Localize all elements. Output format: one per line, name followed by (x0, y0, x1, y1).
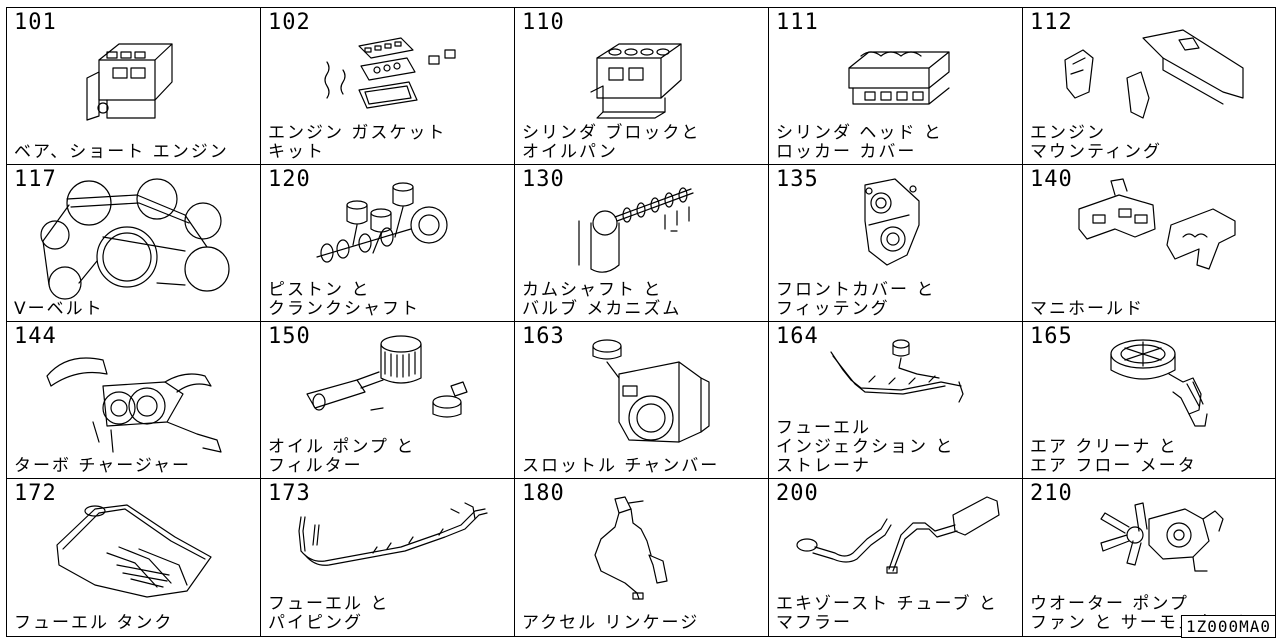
section-label: オイル ポンプ とフィルター (268, 436, 511, 476)
section-label-line: ピストン と (268, 279, 371, 300)
section-label: シリンダ ヘッド とロッカー カバー (776, 122, 1019, 162)
section-label-line: ベア、ショート エンジン (14, 141, 229, 162)
section-code: 112 (1030, 10, 1073, 35)
section-163[interactable]: 163 スロットル チャンバー (514, 321, 770, 480)
section-label: Vーベルト (14, 298, 257, 319)
section-140[interactable]: 140 マニホールド (1022, 164, 1276, 323)
section-label-line: Vーベルト (14, 298, 104, 319)
section-label-line: フューエル タンク (14, 612, 174, 633)
section-label: ピストン とクランクシャフト (268, 279, 511, 319)
section-code: 173 (268, 481, 311, 506)
section-label-line: オイルパン (522, 141, 618, 162)
section-label: エキゾースト チューブ とマフラー (776, 593, 1019, 633)
section-label: シリンダ ブロックとオイルパン (522, 122, 765, 162)
section-label-line: パイピング (268, 612, 363, 633)
section-label-line: フューエル (776, 417, 871, 438)
section-label-line: エア クリーナ と (1030, 436, 1178, 457)
section-label-line: フィッテング (776, 298, 890, 319)
section-label-line: インジェクション と (776, 436, 955, 457)
section-code: 210 (1030, 481, 1073, 506)
section-label: エンジンマウンティング (1030, 122, 1271, 162)
section-label-line: アクセル リンケージ (522, 612, 700, 633)
section-code: 164 (776, 324, 819, 349)
section-code: 111 (776, 10, 819, 35)
section-label: カムシャフト とバルブ メカニズム (522, 279, 765, 319)
section-label-line: クランクシャフト (268, 298, 420, 319)
section-label-line: ウオーター ポンプ (1030, 593, 1189, 614)
section-code: 130 (522, 167, 565, 192)
section-label-line: マフラー (776, 612, 852, 633)
section-label: エア クリーナ とエア フロー メータ (1030, 436, 1271, 476)
section-101[interactable]: 101 ベア、ショート エンジン (6, 7, 262, 166)
section-label-line: マニホールド (1030, 298, 1144, 319)
section-135[interactable]: 135 フロントカバー とフィッテング (768, 164, 1024, 323)
section-label-line: エア フロー メータ (1030, 455, 1197, 476)
section-label-line: ターボ チャージャー (14, 455, 192, 476)
section-label: エンジン ガスケットキット (268, 122, 511, 162)
section-label: スロットル チャンバー (522, 455, 765, 476)
section-label: フューエル タンク (14, 612, 257, 633)
section-180[interactable]: 180 アクセル リンケージ (514, 478, 770, 637)
parts-catalog-grid: 101 ベア、ショート エンジン 102 エンジン ガスケットキット 110 シリンダ ブ… (6, 7, 1276, 637)
section-150[interactable]: 150 オイル ポンプ とフィルター (260, 321, 516, 480)
section-label: ターボ チャージャー (14, 455, 257, 476)
section-label-line: ロッカー カバー (776, 141, 917, 162)
section-code: 163 (522, 324, 565, 349)
section-code: 120 (268, 167, 311, 192)
section-label-line: キット (268, 141, 325, 162)
section-label-line: シリンダ ブロックと (522, 122, 701, 143)
section-label: フューエル とパイピング (268, 593, 511, 633)
section-165[interactable]: 165 エア クリーナ とエア フロー メータ (1022, 321, 1276, 480)
section-label-line: カムシャフト と (522, 279, 663, 300)
section-112[interactable]: 112 エンジンマウンティング (1022, 7, 1276, 166)
section-label: フロントカバー とフィッテング (776, 279, 1019, 319)
section-label-line: エキゾースト チューブ と (776, 593, 998, 614)
section-code: 102 (268, 10, 311, 35)
section-code: 165 (1030, 324, 1073, 349)
section-label-line: フューエル と (268, 593, 390, 614)
section-label-line: スロットル チャンバー (522, 455, 720, 476)
section-130[interactable]: 130 カムシャフト とバルブ メカニズム (514, 164, 770, 323)
section-code: 117 (14, 167, 57, 192)
section-label: ベア、ショート エンジン (14, 141, 257, 162)
section-code: 172 (14, 481, 57, 506)
section-144[interactable]: 144 ターボ チャージャー (6, 321, 262, 480)
section-label: フューエルインジェクション とストレーナ (776, 417, 1019, 476)
section-code: 180 (522, 481, 565, 506)
section-label-line: バルブ メカニズム (522, 298, 682, 319)
section-code: 200 (776, 481, 819, 506)
section-label: マニホールド (1030, 298, 1271, 319)
section-120[interactable]: 120 ピストン とクランクシャフト (260, 164, 516, 323)
section-110[interactable]: 110 シリンダ ブロックとオイルパン (514, 7, 770, 166)
section-label-line: シリンダ ヘッド と (776, 122, 943, 143)
section-label-line: エンジン (1030, 122, 1106, 143)
section-111[interactable]: 111 シリンダ ヘッド とロッカー カバー (768, 7, 1024, 166)
section-code: 150 (268, 324, 311, 349)
section-code: 110 (522, 10, 565, 35)
section-200[interactable]: 200 エキゾースト チューブ とマフラー (768, 478, 1024, 637)
section-173[interactable]: 173 フューエル とパイピング (260, 478, 516, 637)
section-172[interactable]: 172 フューエル タンク (6, 478, 262, 637)
section-label-line: ストレーナ (776, 455, 871, 476)
section-code: 144 (14, 324, 57, 349)
section-label-line: エンジン ガスケット (268, 122, 447, 143)
section-label-line: フィルター (268, 455, 363, 476)
section-code: 140 (1030, 167, 1073, 192)
figure-code: 1Z000MA0 (1180, 615, 1276, 638)
section-label: アクセル リンケージ (522, 612, 765, 633)
section-label-line: マウンティング (1030, 141, 1162, 162)
section-164[interactable]: 164 フューエルインジェクション とストレーナ (768, 321, 1024, 480)
section-label-line: フロントカバー と (776, 279, 936, 300)
section-102[interactable]: 102 エンジン ガスケットキット (260, 7, 516, 166)
section-code: 135 (776, 167, 819, 192)
section-code: 101 (14, 10, 57, 35)
section-label-line: オイル ポンプ と (268, 436, 416, 457)
